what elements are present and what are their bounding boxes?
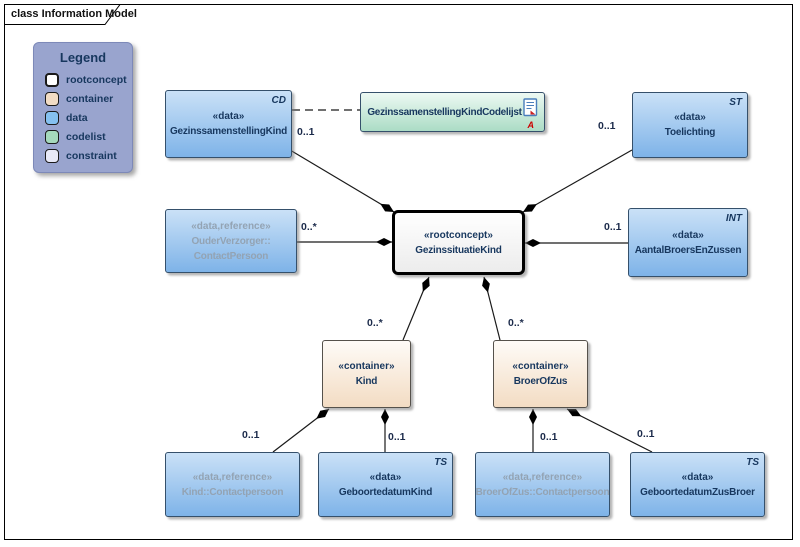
multiplicity-label: 0..1 (388, 431, 406, 443)
class-name-label: Kind::Contactpersoon (181, 486, 284, 498)
composition-connector-kind-contactpersoon (272, 408, 330, 453)
node-aantalbroersenzussen[interactable]: INT «data» AantalBroersEnZussen (628, 208, 748, 277)
stereotype-label: «data,reference» (502, 471, 583, 483)
class-name-label: OuderVerzorger:: (191, 235, 271, 247)
class-name-label: GezinssamenstellingKind (169, 126, 288, 137)
class-name-label: BroerOfZus::Contactpersoon (475, 486, 610, 498)
legend: Legend rootconcept container data codeli… (33, 42, 133, 173)
composition-connector-gezinssamenstellingkind (289, 149, 395, 213)
legend-label: data (66, 112, 88, 124)
legend-item-codelist: codelist (45, 130, 132, 144)
node-gezinssamenstellingkind[interactable]: CD «data» GezinssamenstellingKind (165, 90, 292, 158)
node-gezinssituatiekind[interactable]: «rootconcept» GezinssituatieKind (392, 210, 525, 275)
type-marker: INT (725, 213, 742, 224)
class-name-label: GezinssamenstellingKindCodelijst (367, 106, 522, 118)
stereotype-label: «data» (672, 229, 704, 241)
legend-item-rootconcept: rootconcept (45, 73, 132, 87)
diagram-title: class Information Model (11, 8, 137, 20)
stereotype-label: «data» (674, 112, 706, 123)
class-name-label: ContactPersoon (193, 250, 269, 262)
frame-tab (4, 4, 121, 25)
type-marker: TS (434, 457, 447, 468)
data-swatch (45, 111, 59, 125)
stereotype-label: «data» (212, 111, 245, 122)
legend-title: Legend (59, 50, 107, 65)
node-kind-contactpersoon[interactable]: «data,reference» Kind::Contactpersoon (165, 452, 300, 517)
class-name-label: GezinssituatieKind (415, 244, 502, 256)
legend-item-data: data (45, 111, 132, 125)
document-icon (523, 98, 538, 125)
node-broerofzus[interactable]: «container» BroerOfZus (493, 340, 588, 408)
legend-label: codelist (66, 131, 106, 143)
class-name-label: Toelichting (664, 127, 716, 138)
stereotype-label: «container» (512, 361, 569, 372)
multiplicity-label: 0..1 (637, 428, 655, 440)
class-name-label: Kind (355, 376, 378, 387)
composition-connector-broerofzus (482, 276, 501, 341)
composition-connector-toelichting (522, 149, 633, 213)
multiplicity-label: 0..* (301, 221, 317, 233)
multiplicity-label: 0..* (367, 317, 383, 329)
multiplicity-label: 0..1 (540, 431, 558, 443)
legend-label: container (66, 93, 114, 105)
legend-label: constraint (66, 150, 117, 162)
node-ouderverzorger-contactpersoon[interactable]: «data,reference» OuderVerzorger:: Contac… (165, 209, 297, 273)
class-name-label: GeboortedatumZusBroer (640, 486, 755, 498)
composition-connector-geboortedatumzusbroer (566, 408, 653, 453)
node-geboortedatumkind[interactable]: TS «data» GeboortedatumKind (318, 452, 453, 517)
node-broerofzus-contactpersoon[interactable]: «data,reference» BroerOfZus::Contactpers… (475, 452, 610, 517)
node-geboortedatumzusbroer[interactable]: TS «data» GeboortedatumZusBroer (630, 452, 765, 517)
legend-item-container: container (45, 92, 132, 106)
stereotype-label: «data,reference» (192, 471, 273, 483)
codelist-swatch (45, 130, 59, 144)
class-name-label: BroerOfZus (513, 376, 568, 387)
multiplicity-label: 0..1 (604, 221, 622, 233)
multiplicity-label: 0..1 (297, 126, 315, 138)
type-marker: ST (729, 97, 742, 108)
stereotype-label: «container» (338, 361, 395, 372)
stereotype-label: «data» (369, 471, 402, 483)
rootconcept-swatch (45, 73, 59, 87)
class-name-label: AantalBroersEnZussen (634, 244, 742, 256)
stereotype-label: «data» (681, 471, 714, 483)
node-gezinssamenstellingkindcodelijst[interactable]: GezinssamenstellingKindCodelijst A (360, 92, 545, 132)
legend-label: rootconcept (66, 74, 127, 86)
multiplicity-label: 0..1 (242, 429, 260, 441)
constraint-swatch (45, 149, 59, 163)
legend-item-constraint: constraint (45, 149, 132, 163)
stereotype-label: «data,reference» (191, 220, 271, 232)
composition-connector-kind (402, 276, 430, 341)
type-marker: CD (271, 95, 286, 106)
node-kind[interactable]: «container» Kind (322, 340, 411, 408)
type-marker: TS (746, 457, 759, 468)
multiplicity-label: 0..1 (598, 120, 616, 132)
class-name-label: GeboortedatumKind (338, 486, 433, 498)
legend-items: rootconcept container data codelist cons… (34, 65, 132, 163)
red-a-flag: A (527, 120, 535, 130)
node-toelichting[interactable]: ST «data» Toelichting (632, 92, 748, 158)
container-swatch (45, 92, 59, 106)
stereotype-label: «rootconcept» (424, 229, 493, 241)
multiplicity-label: 0..* (508, 317, 524, 329)
